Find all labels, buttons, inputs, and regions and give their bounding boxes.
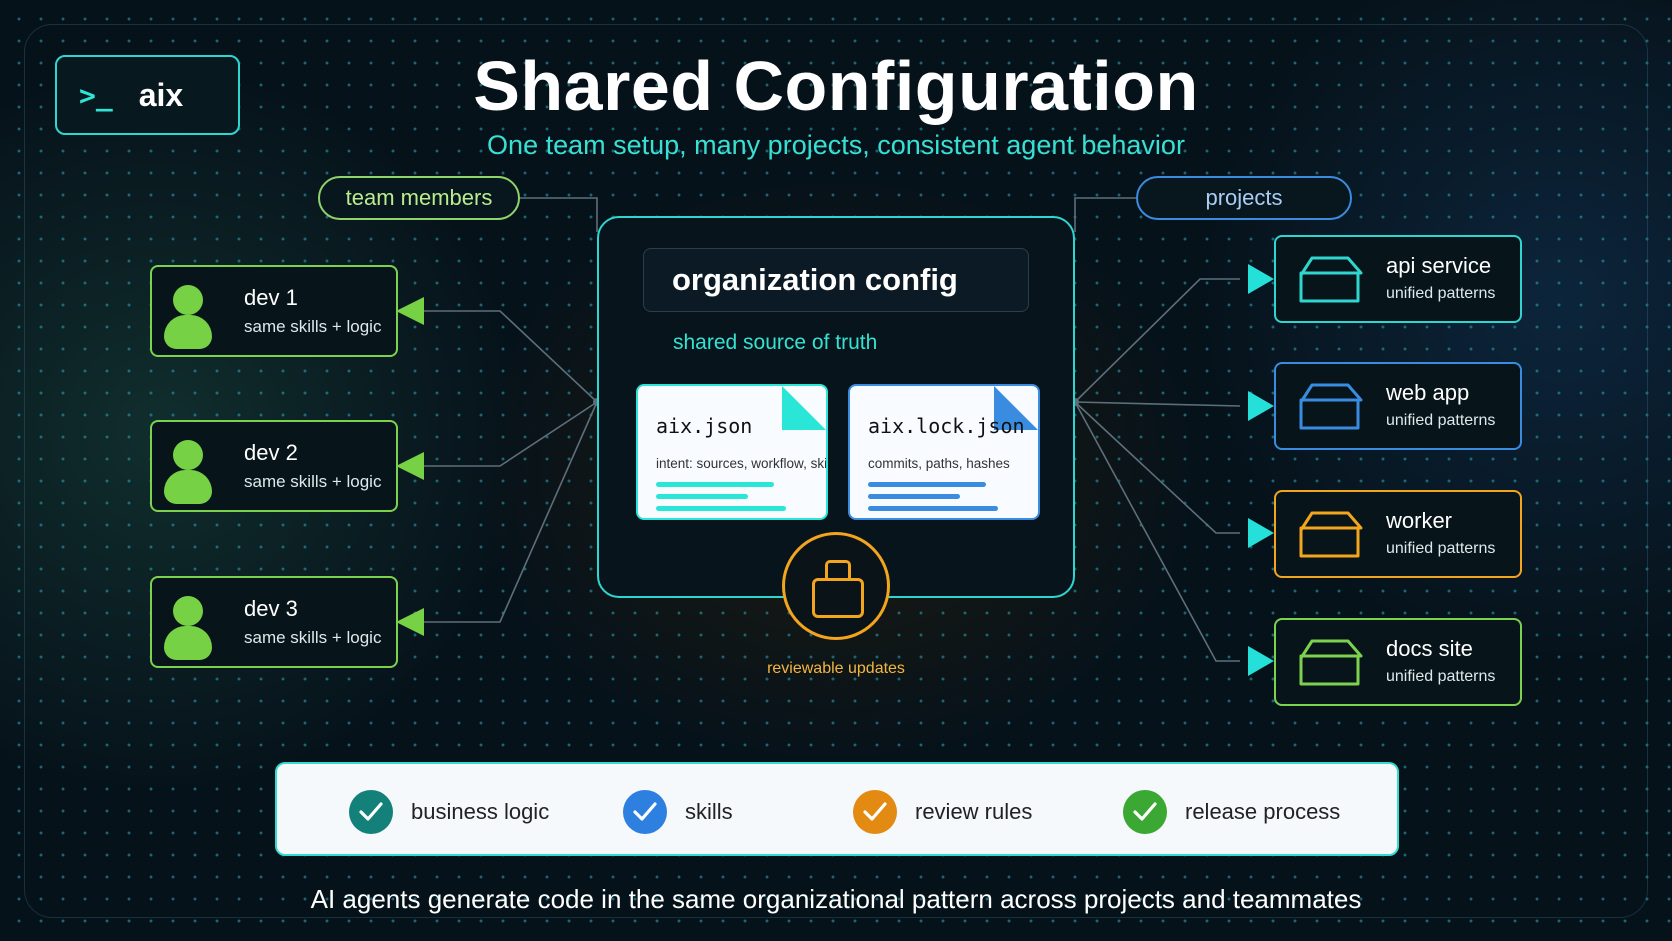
file-description: intent: sources, workflow, skills [656,456,828,471]
outer-frame [24,24,1648,918]
wire-proj-1 [1074,278,1240,403]
person-icon [164,285,212,351]
person-icon [164,440,212,506]
wire-dev-1 [410,310,598,403]
dev-description: same skills + logic [244,472,382,491]
org-config-title: organization config [643,248,1029,312]
project-description: unified patterns [1386,412,1496,429]
dev-description: same skills + logic [244,628,382,647]
arrow-proj-1 [1248,264,1274,294]
checklist-item-release-process: release process [1123,790,1340,834]
footer-caption: AI agents generate code in the same orga… [310,884,1362,914]
checklist-label: business logic [411,799,550,824]
check-icon [349,790,393,834]
text-line [656,494,748,499]
dev-name: dev 3 [244,596,298,621]
file-card-aix-json: aix.json intent: sources, workflow, skil… [636,384,828,520]
wire-proj-3 [1074,401,1240,534]
project-description: unified patterns [1386,285,1496,302]
dev-description: same skills + logic [244,317,382,336]
project-name: worker [1386,508,1453,533]
project-card-api-service: api service unified patterns [1274,235,1522,323]
wire-team-header [520,197,598,232]
page-subtitle: One team setup, many projects, consisten… [487,130,1185,160]
arrow-dev-3 [396,608,424,636]
text-line [868,482,986,487]
lock-icon [782,532,890,640]
projects-label: projects [1136,176,1352,220]
reviewable-updates-label: reviewable updates [767,660,905,677]
wire-proj-4 [1074,401,1240,662]
project-card-web-app: web app unified patterns [1274,362,1522,450]
folder-icon [1299,383,1363,430]
project-description: unified patterns [1386,668,1496,685]
page-title: Shared Configuration [473,47,1199,125]
file-description: commits, paths, hashes [868,456,1010,471]
team-members-label: team members [318,176,520,220]
checklist-item-skills: skills [623,790,733,834]
folder-icon [1299,639,1363,686]
text-line [868,494,960,499]
checklist-label: release process [1185,799,1341,824]
aix-logo: >_ aix [55,55,240,135]
project-card-worker: worker unified patterns [1274,490,1522,578]
page-fold-icon [994,386,1038,430]
project-name: api service [1386,253,1492,278]
checklist-item-review-rules: review rules [853,790,1032,834]
arrow-proj-2 [1248,391,1274,421]
checklist-label: skills [685,799,733,824]
dev-card-2: dev 2 same skills + logic [150,420,398,512]
person-icon [164,596,212,662]
page-fold-icon [782,386,826,430]
arrow-dev-1 [396,297,424,325]
dev-name: dev 2 [244,440,298,465]
checklist-label: review rules [915,799,1033,824]
project-name: docs site [1386,636,1473,661]
arrow-proj-4 [1248,646,1274,676]
text-line [656,482,774,487]
wire-projects-header [1074,197,1136,232]
file-name: aix.lock.json [868,414,1025,438]
project-card-docs-site: docs site unified patterns [1274,618,1522,706]
check-icon [623,790,667,834]
project-description: unified patterns [1386,540,1496,557]
arrow-proj-3 [1248,518,1274,548]
wire-dev-2 [410,401,598,467]
folder-icon [1299,256,1363,303]
text-line [656,506,786,511]
file-card-aix-lock-json: aix.lock.json commits, paths, hashes [848,384,1040,520]
shared-items-checklist: business logic skills review rules relea… [275,762,1399,856]
org-config-subtitle: shared source of truth [673,331,878,354]
check-icon [1123,790,1167,834]
logo-name: aix [138,76,184,113]
dev-card-1: dev 1 same skills + logic [150,265,398,357]
file-name: aix.json [656,414,753,438]
text-line [868,506,998,511]
project-name: web app [1386,380,1470,405]
wire-dev-3 [410,401,598,623]
folder-icon [1299,511,1363,558]
wire-proj-2 [1074,401,1241,407]
arrow-dev-2 [396,452,424,480]
check-icon [853,790,897,834]
dev-name: dev 1 [244,285,298,310]
dev-card-3: dev 3 same skills + logic [150,576,398,668]
checklist-item-business-logic: business logic [349,790,549,834]
terminal-prompt-icon: >_ [79,78,113,112]
